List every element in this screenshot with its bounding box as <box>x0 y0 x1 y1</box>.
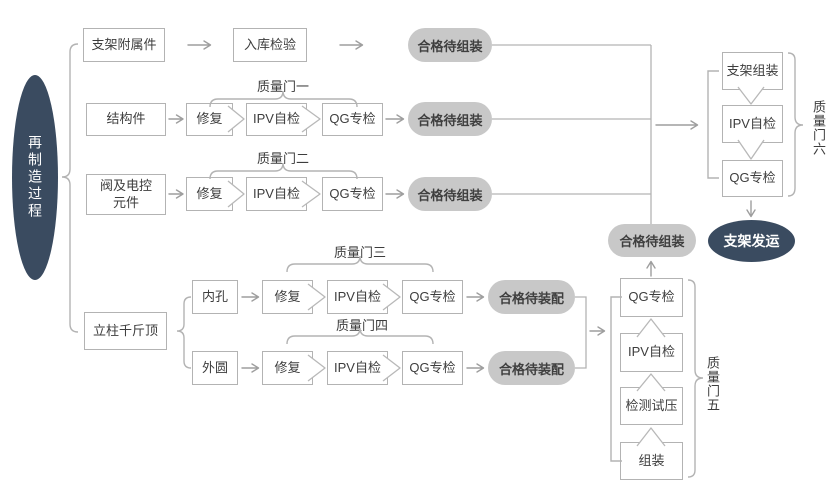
node-ipv-col6: IPV自检 <box>722 105 783 143</box>
arrow-collector-to-col6 <box>655 120 699 130</box>
col6-left-bracket <box>707 70 719 179</box>
process-source-ellipse: 再制造过程 <box>12 75 58 280</box>
node-ipv-inner: IPV自检 <box>327 280 388 314</box>
node-qg-row3: QG专检 <box>322 177 383 211</box>
gate4-label: 质量门四 <box>335 318 388 333</box>
node-ipv-row3: IPV自检 <box>246 177 307 211</box>
node-column-jack: 立柱千斤顶 <box>84 312 167 350</box>
arrow-row3-in <box>168 189 184 199</box>
node-inner-hole: 内孔 <box>192 280 238 314</box>
arrow-row3-out <box>385 189 405 199</box>
node-qg-col6: QG专检 <box>722 160 783 197</box>
gate5-brace <box>687 279 704 478</box>
node-repair-outer: 修复 <box>262 351 313 385</box>
node-repair-row3: 修复 <box>186 177 233 211</box>
node-qg-col5: QG专检 <box>620 278 683 317</box>
arrow-outer-out <box>466 363 485 373</box>
arrow-row1-a <box>187 40 212 50</box>
arrow-outer-in <box>241 363 260 373</box>
node-repair-row2: 修复 <box>186 103 233 136</box>
node-pressure-test: 检测试压 <box>620 387 683 425</box>
gate6-label: 质量门六 <box>811 100 826 156</box>
gate5-label: 质量门五 <box>705 356 720 412</box>
gate6-brace <box>787 52 804 197</box>
badge-qualified-assembly-row2: 合格待组装 <box>408 102 492 136</box>
arrow-row2-in <box>168 114 184 124</box>
node-structural-parts: 结构件 <box>86 103 166 136</box>
node-ipv-col5: IPV自检 <box>620 333 683 372</box>
arrow-row1-b <box>339 40 364 50</box>
fitting-merge-bracket <box>575 296 587 369</box>
badge-qualified-fitting-inner: 合格待装配 <box>488 280 575 314</box>
col5-left-bracket <box>610 296 622 462</box>
collector-lines <box>492 44 652 369</box>
gate1-label: 质量门一 <box>256 79 309 94</box>
node-ipv-row2: IPV自检 <box>246 103 307 136</box>
arrow-row2-out <box>385 114 405 124</box>
jack-brace <box>176 296 192 369</box>
node-assembly: 组装 <box>620 442 683 480</box>
badge-qualified-assembly-col5: 合格待组装 <box>608 224 696 257</box>
node-qg-outer: QG专检 <box>402 351 463 385</box>
node-bracket-assembly: 支架组装 <box>722 52 783 90</box>
arrow-inner-in <box>241 292 260 302</box>
node-valve-electric-label: 阀及电控元件 <box>99 178 152 210</box>
arrow-col5-up <box>646 260 656 277</box>
node-outer-circle: 外圆 <box>192 351 238 385</box>
badge-qualified-fitting-outer: 合格待装配 <box>488 351 575 385</box>
arrow-inner-out <box>466 292 485 302</box>
gate2-label: 质量门二 <box>256 151 309 166</box>
badge-qualified-assembly-row1: 合格待组装 <box>408 28 492 62</box>
node-bracket-accessories: 支架附属件 <box>83 28 165 62</box>
arrow-fitting-merge <box>589 326 606 336</box>
node-qg-row2: QG专检 <box>322 103 383 136</box>
gate3-label: 质量门三 <box>333 245 386 260</box>
node-warehouse-inspection: 入库检验 <box>233 28 307 62</box>
chevron-group <box>227 86 765 447</box>
badge-qualified-assembly-row3: 合格待组装 <box>408 177 492 211</box>
node-ipv-outer: IPV自检 <box>327 351 388 385</box>
node-qg-inner: QG专检 <box>402 280 463 314</box>
node-repair-inner: 修复 <box>262 280 313 314</box>
shipping-ellipse: 支架发运 <box>708 220 795 262</box>
arrow-col6-down <box>746 200 756 218</box>
main-left-brace <box>61 43 79 333</box>
node-valve-electric-parts: 阀及电控元件 <box>86 174 166 215</box>
